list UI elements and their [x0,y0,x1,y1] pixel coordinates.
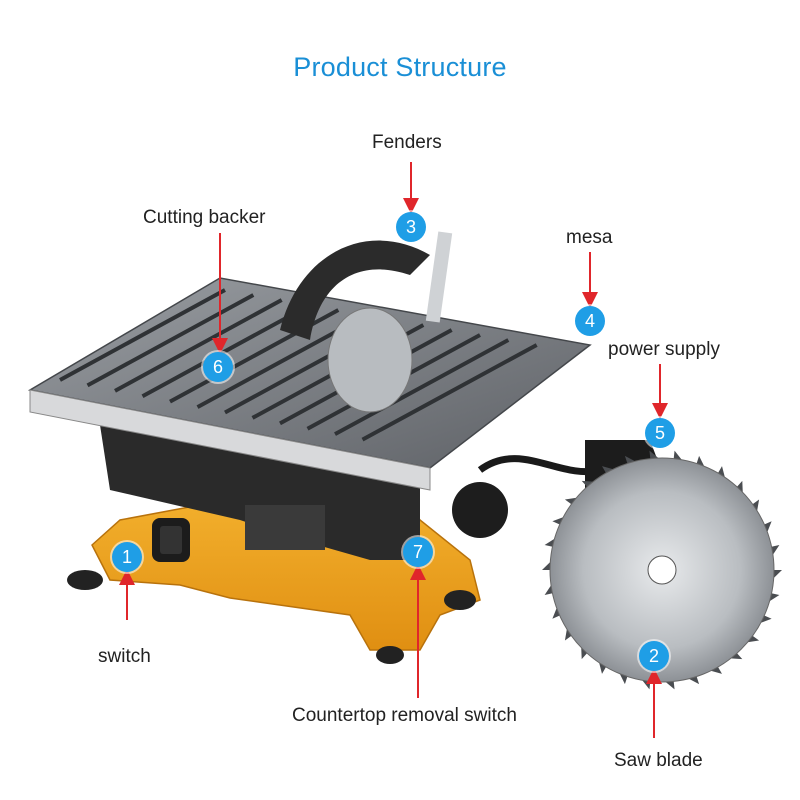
label-saw-blade: Saw blade [614,750,703,771]
foot-left [67,570,103,590]
table-slot [334,338,510,436]
label-countertop-removal-switch: Countertop removal switch [292,705,517,726]
marker-1: 1 [112,542,142,572]
label-cutting-backer: Cutting backer [143,207,266,228]
foot-right [444,590,476,610]
table-blade [327,307,413,413]
saw-blade [542,450,782,690]
callout-arrows [119,162,668,738]
marker-3: 3 [396,212,426,242]
rocker-switch[interactable] [152,518,190,562]
marker-6: 6 [203,352,233,382]
marker-2: 2 [639,641,669,671]
table-slot [59,288,226,382]
page-title: Product Structure [293,52,507,82]
label-switch: switch [98,646,151,667]
table-slot [361,343,538,442]
table-slot [114,298,283,393]
marker-4: 4 [575,306,605,336]
marker-7: 7 [403,537,433,567]
label-mesa: mesa [566,227,613,248]
foot-front [376,646,404,664]
marker-5: 5 [645,418,675,448]
saw-table [27,277,592,491]
table-slot [86,293,255,388]
label-fenders: Fenders [372,132,442,153]
blade-guard [280,231,453,340]
label-power-supply: power supply [608,339,720,360]
